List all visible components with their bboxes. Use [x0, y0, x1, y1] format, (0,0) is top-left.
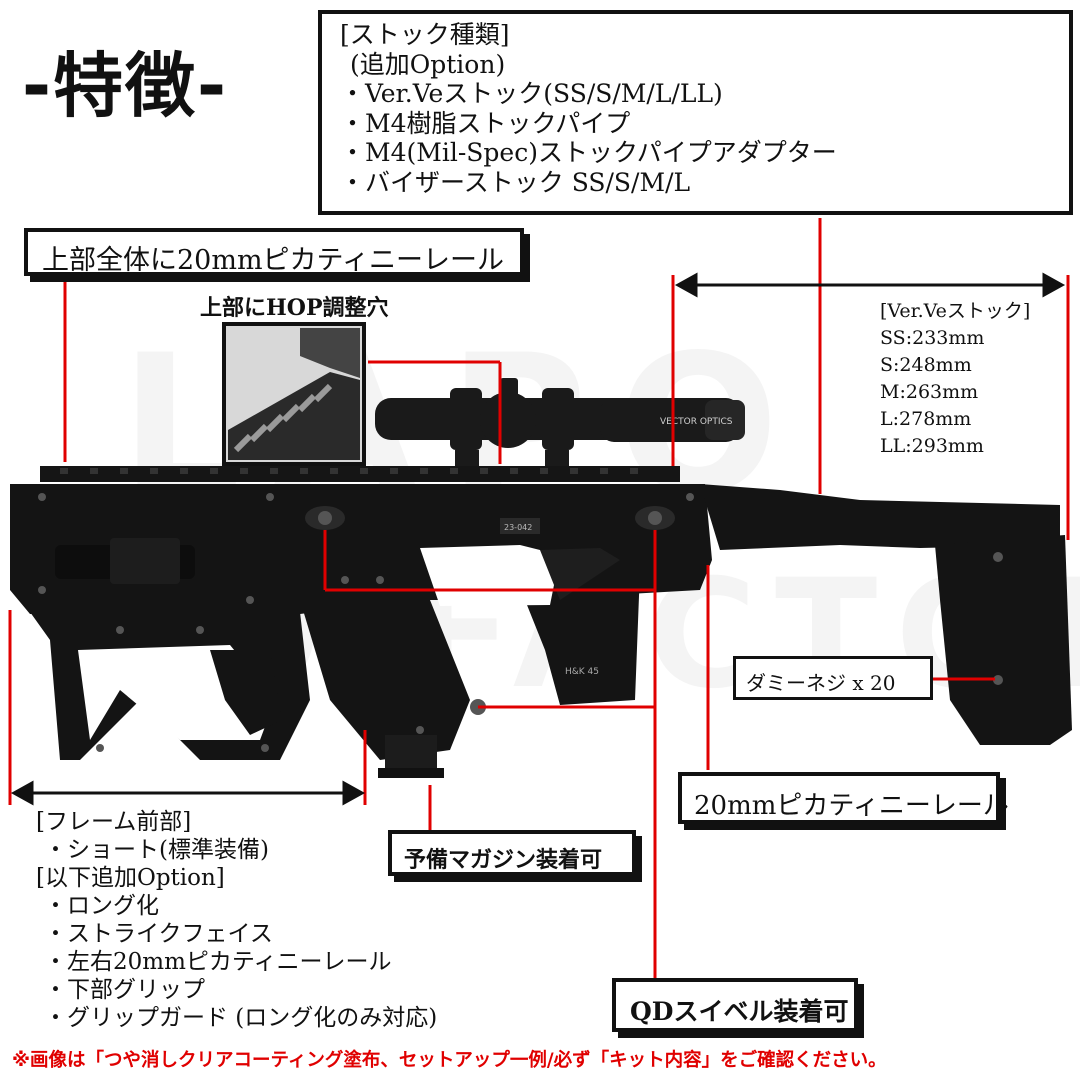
stock-type-item: ・Ver.Veストック(SS/S/M/L/LL): [340, 79, 723, 108]
scope: [375, 378, 745, 470]
scope-brand-text: VECTOR OPTICS: [660, 417, 733, 427]
top-rail-label: 上部全体に20mmピカティニーレール: [42, 245, 504, 276]
stock-length-item: M:263mm: [880, 381, 979, 403]
frame-front-item: ・下部グリップ: [44, 977, 205, 1003]
leader-lines: [8, 218, 1070, 978]
frame-front-item: ・左右20mmピカティニーレール: [44, 949, 392, 975]
page-title: -特徴-: [22, 45, 229, 127]
stock-length-item: LL:293mm: [880, 435, 984, 457]
stock-length-item: S:248mm: [880, 354, 972, 376]
stock-type-item: ・M4(Mil-Spec)ストックパイプアダプター: [340, 138, 837, 167]
dimension-arrows: [10, 272, 1066, 806]
top-rail-box: 上部全体に20mmピカティニーレール: [24, 228, 524, 276]
stock-lengths-heading: [Ver.Veストック]: [880, 300, 1031, 322]
lower-rail-label: 20mmピカティニーレール: [694, 791, 1009, 821]
frame-front-item: ・ロング化: [44, 893, 159, 919]
qd-box: QDスイベル装着可: [612, 978, 858, 1032]
lower-rail-box: 20mmピカティニーレール: [678, 772, 1009, 824]
flashlight: [55, 538, 195, 584]
dummy-screw-box: ダミーネジ x 20: [733, 656, 933, 700]
stock-types-text: [ストック種類] (追加Option) ・Ver.Veストック(SS/S/M/L…: [340, 20, 837, 197]
stock-length-item: L:278mm: [880, 408, 972, 430]
frame-front-standard: ・ショート(標準装備): [44, 837, 269, 863]
frame-front-item: ・グリップガード (ロング化のみ対応): [44, 1005, 438, 1031]
qd-label: QDスイベル装着可: [630, 997, 849, 1026]
frame-front-heading: [フレーム前部]: [36, 809, 192, 835]
dummy-screw-label: ダミーネジ x 20: [746, 671, 896, 695]
hop-label: 上部にHOP調整穴: [200, 295, 389, 321]
mag-label: 予備マガジン装着可: [404, 847, 603, 873]
stock-length-item: SS:233mm: [880, 327, 985, 349]
mag-mark-text: H&K 45: [565, 667, 599, 677]
stock-types-sub: (追加Option): [350, 49, 506, 79]
stock-types-box: [ストック種類] (追加Option) ・Ver.Veストック(SS/S/M/L…: [318, 10, 1073, 215]
frame-front-option-heading: [以下追加Option]: [36, 865, 225, 891]
serial-text: 23-042: [504, 523, 532, 532]
stock-types-heading: [ストック種類]: [340, 20, 510, 49]
frame-front: [フレーム前部] ・ショート(標準装備) [以下追加Option] ・ロング化 …: [36, 808, 437, 1032]
notice-text: ※画像は「つや消しクリアコーティング塗布、セットアップ一例/必ず「キット内容」を…: [12, 1050, 887, 1071]
stock-type-item: ・バイザーストック SS/S/M/L: [340, 167, 691, 197]
stock-type-item: ・M4樹脂ストックパイプ: [340, 108, 631, 138]
stock-lengths: [Ver.Veストック] SS:233mm S:248mm M:263mm L:…: [880, 298, 1030, 460]
hop-inset: [222, 322, 366, 466]
mag-box: 予備マガジン装着可: [388, 830, 636, 876]
frame-front-item: ・ストライクフェイス: [44, 921, 273, 947]
